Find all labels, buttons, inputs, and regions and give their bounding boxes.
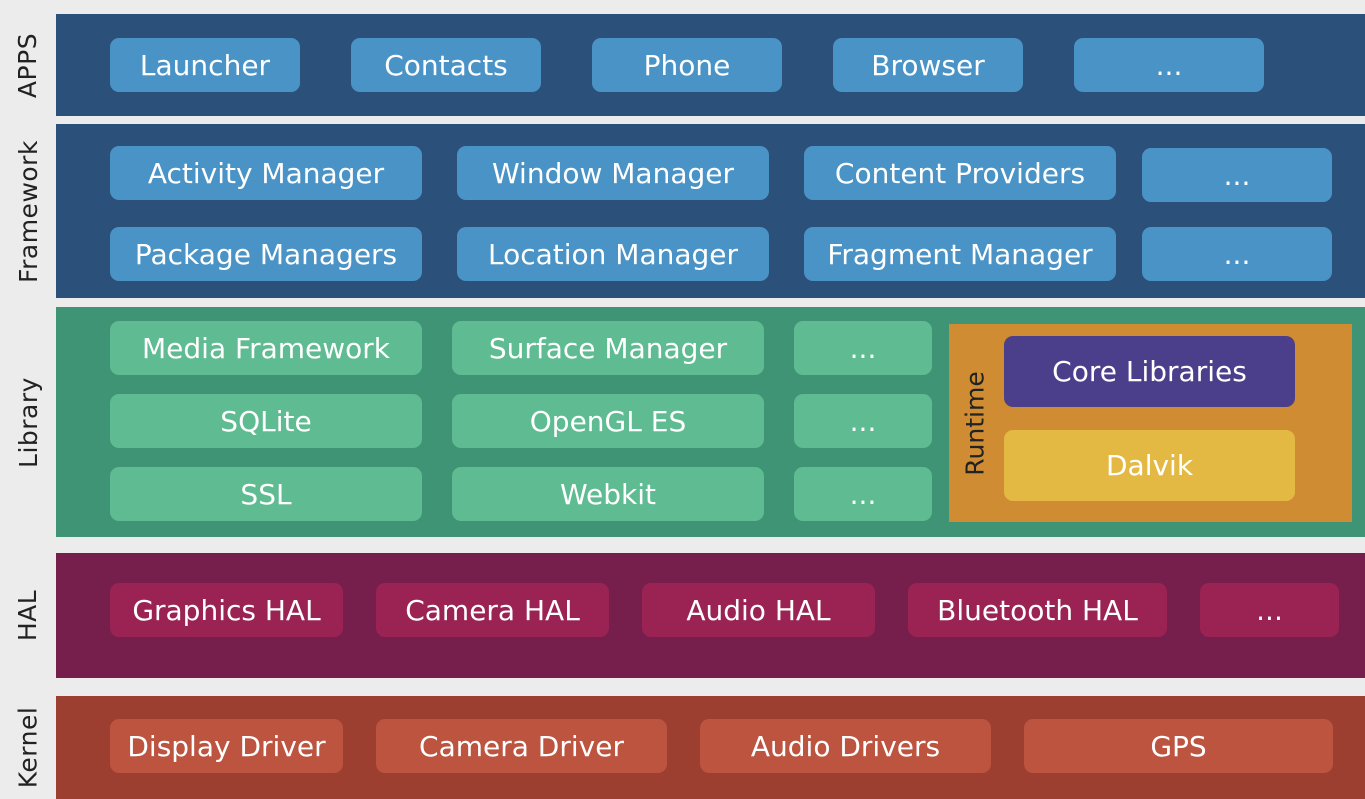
apps-layer: Launcher Contacts Phone Browser ... [56, 14, 1365, 116]
library-media-framework-box: Media Framework [110, 321, 422, 375]
framework-layer: Activity Manager Window Manager Content … [56, 124, 1365, 298]
framework-row2-more-box: ... [1142, 227, 1332, 281]
kernel-camera-driver-box: Camera Driver [376, 719, 667, 773]
runtime-dalvik-box: Dalvik [1004, 430, 1295, 501]
framework-row1-more-box: ... [1142, 148, 1332, 202]
kernel-display-driver-box: Display Driver [110, 719, 343, 773]
apps-phone-box: Phone [592, 38, 782, 92]
library-opengl-es-box: OpenGL ES [452, 394, 764, 448]
kernel-audio-drivers-box: Audio Drivers [700, 719, 991, 773]
apps-launcher-box: Launcher [110, 38, 300, 92]
library-webkit-box: Webkit [452, 467, 764, 521]
runtime-panel: Runtime Core Libraries Dalvik [949, 324, 1352, 522]
hal-more-box: ... [1200, 583, 1339, 637]
framework-package-managers-box: Package Managers [110, 227, 422, 281]
apps-more-box: ... [1074, 38, 1264, 92]
framework-activity-manager-box: Activity Manager [110, 146, 422, 200]
kernel-layer: Display Driver Camera Driver Audio Drive… [56, 696, 1365, 799]
framework-layer-label-text: Framework [13, 139, 43, 283]
library-layer-label-text: Library [13, 376, 43, 468]
library-col3-more-box-1: ... [794, 321, 932, 375]
framework-layer-label: Framework [0, 124, 56, 298]
runtime-label: Runtime [949, 324, 1001, 522]
hal-layer: Graphics HAL Camera HAL Audio HAL Blueto… [56, 553, 1365, 678]
library-layer: Media Framework SQLite SSL Surface Manag… [56, 307, 1365, 537]
apps-browser-box: Browser [833, 38, 1023, 92]
hal-bluetooth-box: Bluetooth HAL [908, 583, 1167, 637]
kernel-layer-label-text: Kernel [13, 706, 43, 789]
runtime-label-text: Runtime [960, 370, 990, 476]
kernel-gps-box: GPS [1024, 719, 1333, 773]
hal-audio-box: Audio HAL [642, 583, 875, 637]
hal-graphics-box: Graphics HAL [110, 583, 343, 637]
framework-window-manager-box: Window Manager [457, 146, 769, 200]
framework-location-manager-box: Location Manager [457, 227, 769, 281]
runtime-core-libraries-box: Core Libraries [1004, 336, 1295, 407]
library-layer-label: Library [0, 307, 56, 537]
framework-fragment-manager-box: Fragment Manager [804, 227, 1116, 281]
library-sqlite-box: SQLite [110, 394, 422, 448]
apps-contacts-box: Contacts [351, 38, 541, 92]
hal-layer-label: HAL [0, 553, 56, 678]
library-ssl-box: SSL [110, 467, 422, 521]
apps-layer-label-text: APPS [13, 32, 43, 98]
framework-content-providers-box: Content Providers [804, 146, 1116, 200]
kernel-layer-label: Kernel [0, 696, 56, 799]
apps-layer-label: APPS [0, 14, 56, 116]
hal-layer-label-text: HAL [13, 589, 43, 642]
hal-camera-box: Camera HAL [376, 583, 609, 637]
library-surface-manager-box: Surface Manager [452, 321, 764, 375]
library-col3-more-box-2: ... [794, 394, 932, 448]
library-col3-more-box-3: ... [794, 467, 932, 521]
